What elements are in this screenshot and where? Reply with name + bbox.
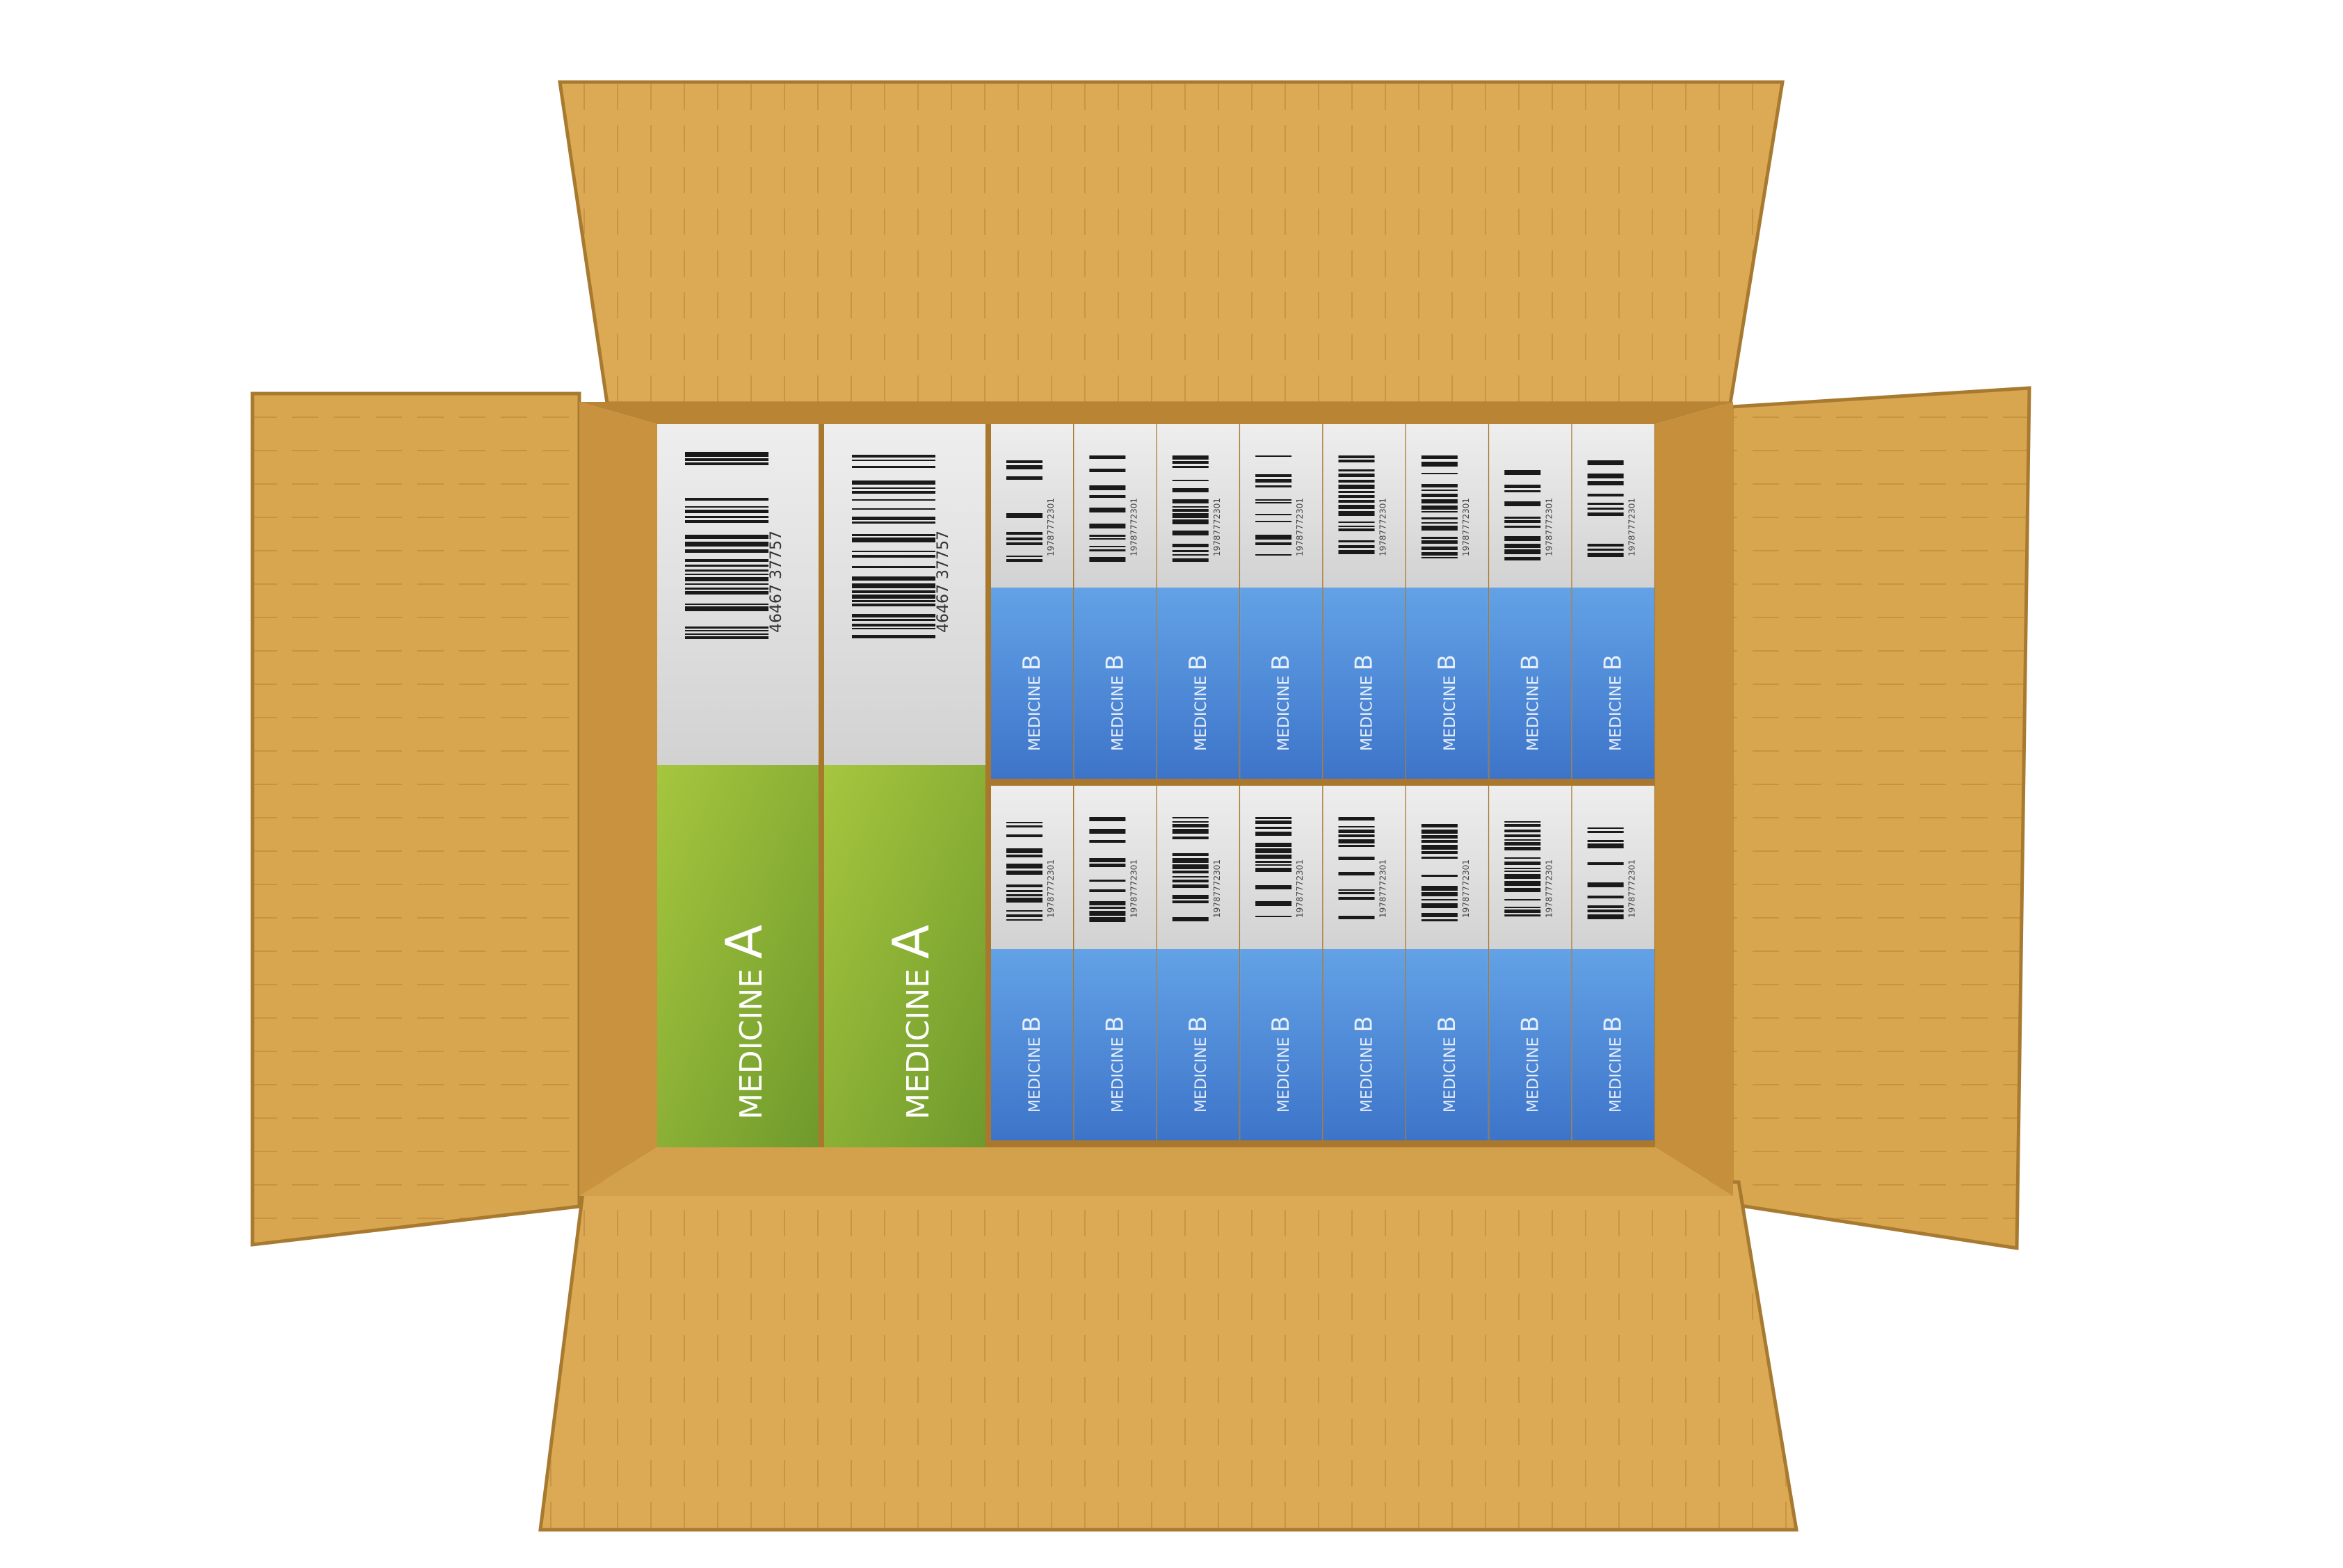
barcode-number: 19787772301 <box>1212 498 1222 556</box>
medicine-b-label: MEDICINE B <box>1267 1016 1295 1113</box>
barcode-number: 19787772301 <box>1046 498 1056 556</box>
box-interior <box>579 402 1733 1196</box>
medicine-b-label: MEDICINE B <box>1101 654 1129 751</box>
top-flap <box>558 80 1785 405</box>
barcode-number: 19787772301 <box>1544 498 1554 556</box>
barcode-number: 19787772301 <box>1378 498 1388 556</box>
barcode-icon <box>1089 455 1126 562</box>
medicine-b-label: MEDICINE B <box>1267 654 1295 751</box>
barcode-icon <box>1587 827 1624 919</box>
barcode-number: 19787772301 <box>1461 498 1471 556</box>
medicine-b-label: MEDICINE B <box>1433 1016 1461 1113</box>
barcode-number: 19787772301 <box>1129 859 1138 918</box>
medicine-b-label: MEDICINE B <box>1184 654 1212 751</box>
medicine-b-label: MEDICINE B <box>1184 1016 1212 1113</box>
barcode-icon <box>1172 455 1209 562</box>
medicine-a-label: MEDICINE A <box>882 925 940 1120</box>
barcode-number: 46467 37757 <box>768 531 785 633</box>
barcode-icon <box>1172 817 1209 921</box>
barcode-number: 19787772301 <box>1378 859 1388 918</box>
medicine-a-label: MEDICINE A <box>715 925 773 1120</box>
barcode-icon <box>1338 455 1375 554</box>
medicine-b-label: MEDICINE B <box>1516 654 1544 751</box>
barcode-number: 19787772301 <box>1129 498 1138 556</box>
medicine-b-label: MEDICINE B <box>1600 654 1627 751</box>
barcode-icon <box>1006 822 1042 921</box>
medicine-b-label: MEDICINE B <box>1018 654 1046 751</box>
barcode-icon <box>1255 455 1292 556</box>
medicine-b-label: MEDICINE B <box>1600 1016 1627 1113</box>
barcode-number: 19787772301 <box>1544 859 1554 918</box>
medicine-b-label: MEDICINE B <box>1018 1016 1046 1113</box>
left-flap <box>250 391 581 1247</box>
barcode-icon <box>1089 817 1126 922</box>
barcode-number: 19787772301 <box>1627 498 1637 556</box>
barcode-icon <box>685 452 768 639</box>
medicine-b-label: MEDICINE B <box>1433 654 1461 751</box>
barcode-number: 19787772301 <box>1627 859 1637 918</box>
barcode-number: 46467 37757 <box>935 531 952 633</box>
right-flap <box>1730 386 2031 1250</box>
barcode-number: 19787772301 <box>1295 498 1305 556</box>
barcode-number: 19787772301 <box>1212 859 1222 918</box>
barcode-icon <box>1255 817 1292 917</box>
barcode-number: 19787772301 <box>1046 859 1056 918</box>
medicine-b-label: MEDICINE B <box>1351 654 1378 751</box>
barcode-icon <box>1006 460 1042 562</box>
medicine-b-label: MEDICINE B <box>1101 1016 1129 1113</box>
barcode-icon <box>1421 455 1458 558</box>
barcode-icon <box>1504 821 1541 916</box>
barcode-number: 19787772301 <box>1461 859 1471 918</box>
barcode-icon <box>1338 817 1375 919</box>
medicine-b-label: MEDICINE B <box>1516 1016 1544 1113</box>
medicine-b-label: MEDICINE B <box>1351 1016 1378 1113</box>
barcode-number: 19787772301 <box>1295 859 1305 918</box>
barcode-icon <box>1504 470 1541 560</box>
bottom-flap <box>538 1180 1798 1532</box>
barcode-icon <box>852 455 935 638</box>
barcode-icon <box>1421 824 1458 921</box>
barcode-icon <box>1587 460 1624 557</box>
